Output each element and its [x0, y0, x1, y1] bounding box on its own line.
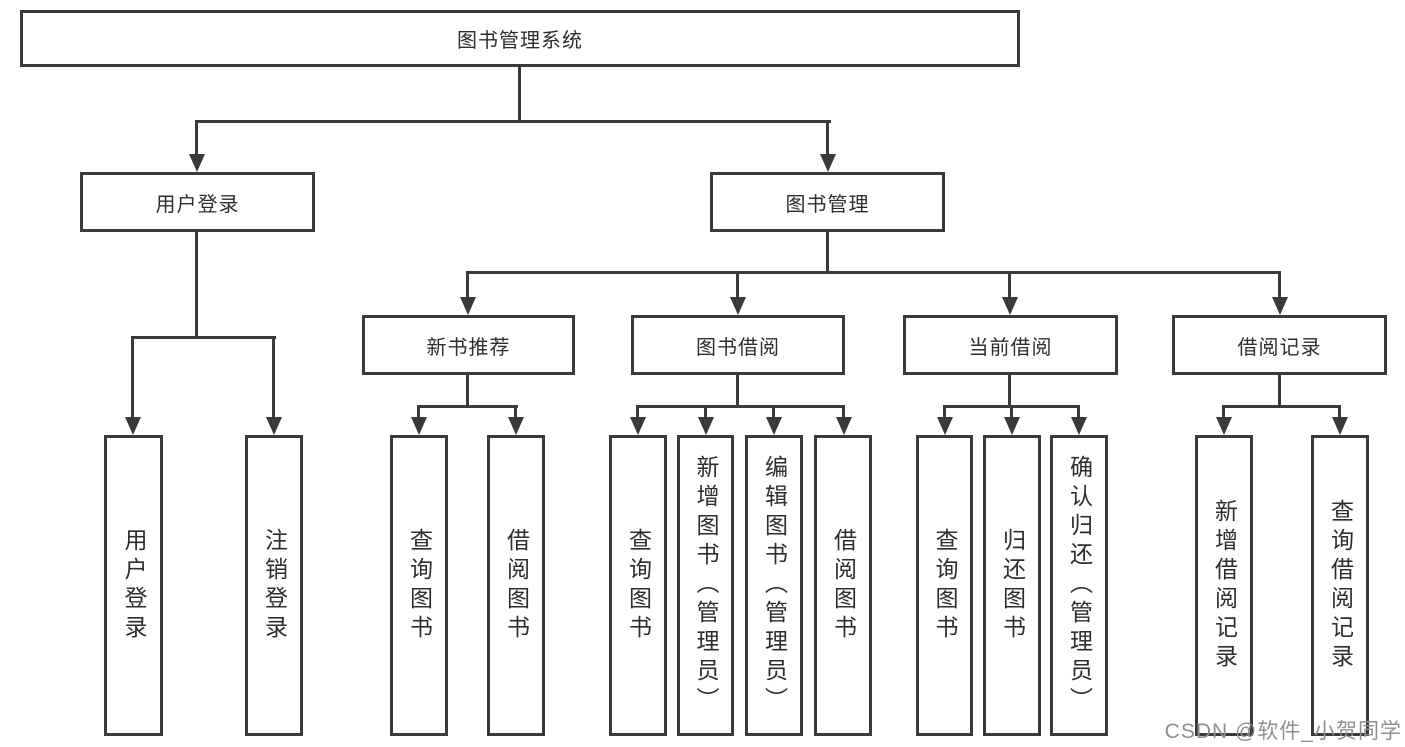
- connector-line: [195, 232, 198, 339]
- leaf-query-books-current: 查询图书: [916, 435, 973, 736]
- connector-line: [1222, 405, 1225, 417]
- arrow-down-icon: [1004, 417, 1020, 435]
- connector-line: [466, 271, 1281, 274]
- connector-line: [1008, 271, 1011, 297]
- csdn-watermark: CSDN @软件_小贺同学: [1164, 720, 1402, 743]
- connector-line: [842, 405, 845, 417]
- node-book-management: 图书管理: [710, 172, 945, 232]
- connector-line: [195, 120, 198, 156]
- leaf-logout: 注销登录: [245, 435, 303, 736]
- connector-line: [772, 405, 775, 417]
- connector-line: [195, 120, 831, 123]
- connector-line: [417, 405, 518, 408]
- arrow-down-icon: [1216, 417, 1232, 435]
- node-current-borrowing: 当前借阅: [903, 315, 1118, 375]
- connector-line: [736, 271, 739, 297]
- connector-line: [943, 405, 946, 417]
- connector-line: [826, 120, 829, 156]
- connector-line: [466, 375, 469, 408]
- connector-line: [1077, 405, 1080, 417]
- connector-line: [1278, 375, 1281, 408]
- connector-line: [636, 405, 639, 417]
- node-root-system: 图书管理系统: [20, 10, 1020, 67]
- connector-line: [1278, 271, 1281, 297]
- arrow-down-icon: [411, 417, 427, 435]
- arrow-down-icon: [836, 417, 852, 435]
- leaf-user-login: 用户登录: [104, 435, 163, 736]
- connector-line: [272, 336, 275, 417]
- arrow-down-icon: [630, 417, 646, 435]
- arrow-down-icon: [820, 154, 836, 172]
- arrow-down-icon: [1332, 417, 1348, 435]
- arrow-down-icon: [266, 417, 282, 435]
- node-user-login: 用户登录: [80, 172, 315, 232]
- leaf-borrow-books-2: 借阅图书: [814, 435, 872, 736]
- arrow-down-icon: [698, 417, 714, 435]
- connector-line: [1222, 405, 1341, 408]
- leaf-query-borrow-record: 查询借阅记录: [1311, 435, 1369, 736]
- arrow-down-icon: [1272, 297, 1288, 315]
- connector-line: [1010, 405, 1013, 417]
- connector-line: [736, 375, 739, 408]
- connector-line: [514, 405, 517, 417]
- leaf-return-book: 归还图书: [983, 435, 1041, 736]
- arrow-down-icon: [189, 154, 205, 172]
- node-book-borrowing: 图书借阅: [631, 315, 845, 375]
- arrow-down-icon: [508, 417, 524, 435]
- arrow-down-icon: [730, 297, 746, 315]
- leaf-add-borrow-record: 新增借阅记录: [1195, 435, 1253, 736]
- arrow-down-icon: [1002, 297, 1018, 315]
- connector-line: [636, 405, 845, 408]
- arrow-down-icon: [1071, 417, 1087, 435]
- arrow-down-icon: [766, 417, 782, 435]
- connector-line: [1008, 375, 1011, 408]
- leaf-add-book-admin: 新增图书（管理员）: [677, 435, 734, 736]
- node-borrow-records: 借阅记录: [1172, 315, 1387, 375]
- connector-line: [466, 271, 469, 297]
- connector-line: [704, 405, 707, 417]
- leaf-query-books-recommend: 查询图书: [390, 435, 448, 736]
- connector-line: [131, 336, 134, 417]
- connector-line: [131, 336, 276, 339]
- arrow-down-icon: [937, 417, 953, 435]
- leaf-edit-book-admin: 编辑图书（管理员）: [745, 435, 803, 736]
- connector-line: [417, 405, 420, 417]
- node-new-book-recommend: 新书推荐: [362, 315, 575, 375]
- leaf-query-books-borrowing: 查询图书: [609, 435, 667, 736]
- connector-line: [1338, 405, 1341, 417]
- connector-line: [518, 67, 521, 122]
- arrow-down-icon: [460, 297, 476, 315]
- leaf-confirm-return-admin: 确认归还（管理员）: [1050, 435, 1108, 736]
- arrow-down-icon: [125, 417, 141, 435]
- connector-line: [826, 232, 829, 274]
- leaf-borrow-books-recommend: 借阅图书: [487, 435, 545, 736]
